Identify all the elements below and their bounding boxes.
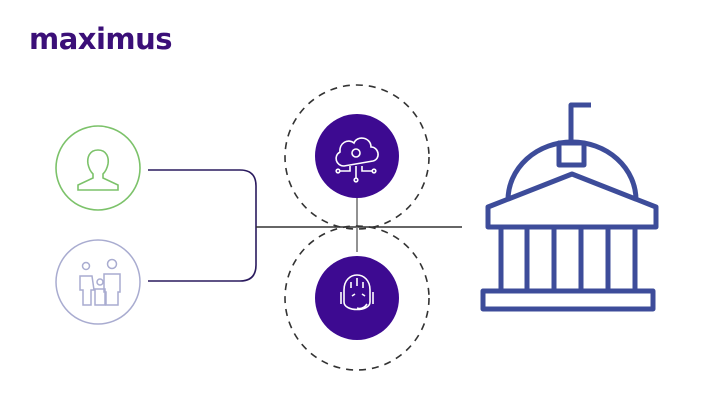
- government-building-icon: [480, 102, 659, 312]
- dashed-ring-bottom: [284, 225, 430, 371]
- family-icon: [55, 239, 141, 325]
- connector-bracket: [148, 169, 257, 282]
- cloud-gear-icon: [315, 114, 399, 198]
- robot-headset-icon: [315, 256, 399, 340]
- maximus-logo: maximus: [29, 22, 173, 56]
- dashed-ring-top: [284, 84, 430, 230]
- person-icon: [55, 125, 141, 211]
